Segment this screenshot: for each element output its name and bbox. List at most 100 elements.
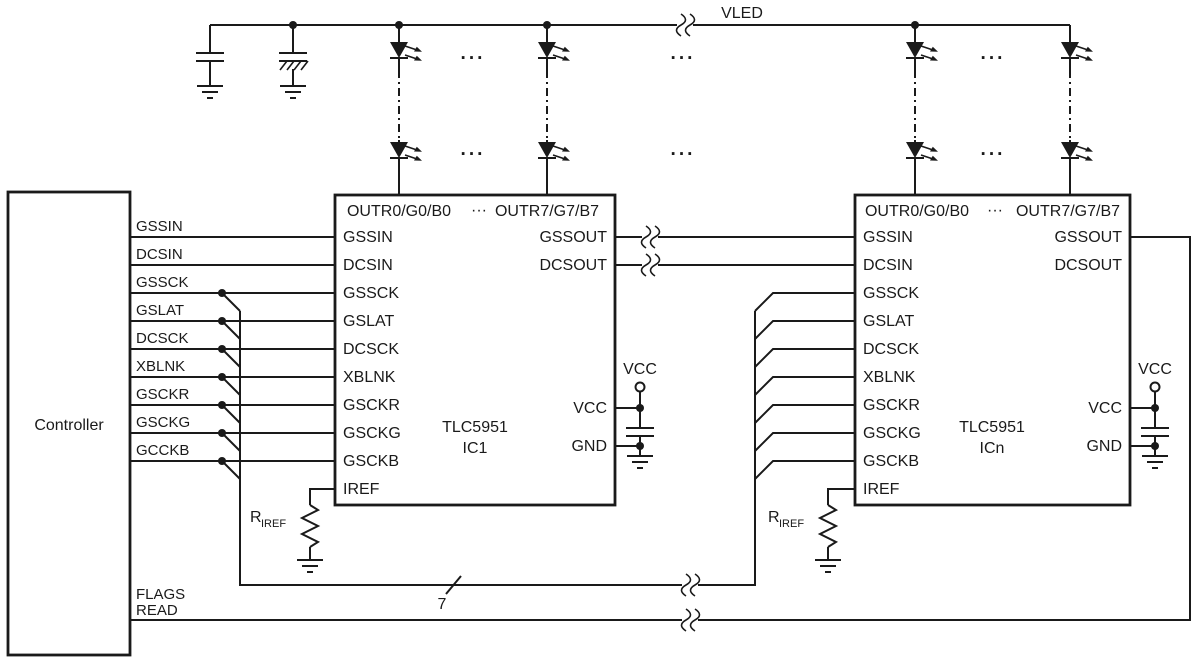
ic1-pin-gnd: GND (571, 438, 607, 455)
break-icon (675, 13, 696, 37)
ground-icon (296, 559, 324, 573)
signal-label-dcsin: DCSIN (136, 246, 183, 263)
signal-label-gssck: GSSCK (136, 274, 189, 291)
riref-label: R (250, 509, 262, 526)
ic1-iref-resistor: R IREF (250, 488, 335, 573)
icn-pin-xblnk: XBLNK (863, 369, 916, 386)
ic1-pin-dcsin: DCSIN (343, 257, 393, 274)
riref-label: R (768, 509, 780, 526)
ellipsis: ··· (461, 144, 486, 165)
polarized-capacitor-icon (279, 25, 309, 99)
led-string (389, 25, 423, 195)
led-icon (537, 141, 571, 162)
ground-icon (814, 559, 842, 573)
ic1-box (333, 193, 617, 507)
vled-input-capacitors (196, 25, 309, 99)
break-marks (640, 13, 701, 632)
ic1: OUTR0/G0/B0 ··· OUTR7/G7/B7 GSSIN DCSIN … (333, 193, 617, 507)
vcc-label: VCC (623, 361, 657, 378)
ic1-vcc-circuit: VCC (615, 361, 657, 469)
vcc-label: VCC (1138, 361, 1172, 378)
vcc-terminal-icon (1149, 381, 1161, 393)
bus-trunk (239, 311, 756, 586)
ellipsis: ··· (671, 48, 696, 69)
ellipsis: ··· (987, 202, 1003, 219)
signal-label-dcsck: DCSCK (136, 330, 189, 347)
resistor-icon (819, 504, 837, 548)
vled-rail: VLED (210, 5, 1070, 26)
signal-label-gslat: GSLAT (136, 302, 184, 319)
flags-label: FLAGS (136, 586, 185, 603)
signal-label-gssin: GSSIN (136, 218, 183, 235)
break-icon (680, 608, 701, 632)
capacitor-icon (196, 25, 224, 99)
icn-part-number: TLC5951 (959, 419, 1025, 436)
flags-read-wire (130, 236, 1191, 621)
led-string (537, 25, 571, 195)
ic1-part-number: TLC5951 (442, 419, 508, 436)
ellipsis: ··· (981, 144, 1006, 165)
icn-designator: ICn (980, 440, 1005, 457)
riref-subscript: IREF (261, 518, 286, 530)
ic1-pin-xblnk: XBLNK (343, 369, 396, 386)
bus-width-slash (445, 575, 462, 595)
icn-pin-outr7: OUTR7/G7/B7 (1016, 203, 1120, 220)
ellipsis: ··· (671, 144, 696, 165)
icn-box (853, 193, 1132, 507)
signal-bus: 7 (221, 292, 855, 613)
ic1-pin-dcsout: DCSOUT (539, 257, 607, 274)
led-icon (537, 41, 571, 62)
led-icon (389, 41, 423, 62)
ic1-pin-gsckr: GSCKR (343, 397, 400, 414)
ic1-pin-iref: IREF (343, 481, 380, 498)
controller: Controller GSSIN DCSIN GSSCK GSLAT DCSCK… (6, 190, 190, 657)
signal-label-gsckr: GSCKR (136, 386, 190, 403)
break-icon (640, 225, 661, 249)
ic1-pin-gssout: GSSOUT (539, 229, 607, 246)
icn-pin-gnd: GND (1086, 438, 1122, 455)
icn-pin-iref: IREF (863, 481, 900, 498)
led-icon (1060, 41, 1094, 62)
bus-width-label: 7 (438, 596, 447, 613)
icn-pin-gssin: GSSIN (863, 229, 913, 246)
led-icon (389, 141, 423, 162)
ic1-pin-outr7: OUTR7/G7/B7 (495, 203, 599, 220)
icn-pin-gssout: GSSOUT (1054, 229, 1122, 246)
vcc-terminal-icon (634, 381, 646, 393)
controller-signal-wires (130, 236, 335, 462)
led-icon (905, 141, 939, 162)
ground-icon (1141, 455, 1169, 469)
ic1-pin-outr0: OUTR0/G0/B0 (347, 203, 451, 220)
icn-pin-dcsck: DCSCK (863, 341, 919, 358)
icn-pin-vcc: VCC (1088, 400, 1122, 417)
ground-icon (626, 455, 654, 469)
riref-subscript: IREF (779, 518, 804, 530)
led-icon (905, 41, 939, 62)
ic1-pin-dcsck: DCSCK (343, 341, 399, 358)
resistor-icon (301, 504, 319, 548)
ground-icon (279, 85, 307, 99)
icn-vcc-circuit: VCC (1130, 361, 1172, 469)
led-ellipsis-group: ··· ··· ··· ··· ··· ··· (461, 48, 1006, 165)
ic1-pin-gslat: GSLAT (343, 313, 395, 330)
icn-pin-gsckb: GSCKB (863, 453, 919, 470)
icn-pin-gslat: GSLAT (863, 313, 915, 330)
controller-box (6, 190, 132, 657)
break-icon (680, 573, 701, 597)
ic1-pin-vcc: VCC (573, 400, 607, 417)
signal-label-gsckg: GSCKG (136, 414, 190, 431)
vled-label: VLED (721, 5, 763, 22)
icn-pin-outr0: OUTR0/G0/B0 (865, 203, 969, 220)
icn-pin-gssck: GSSCK (863, 285, 919, 302)
break-icon (640, 253, 661, 277)
junction-dots (218, 21, 1159, 465)
ic1-pin-gsckb: GSCKB (343, 453, 399, 470)
ellipsis: ··· (981, 48, 1006, 69)
controller-label: Controller (34, 417, 104, 434)
ic1-pin-gssck: GSSCK (343, 285, 399, 302)
icn-pin-dcsout: DCSOUT (1054, 257, 1122, 274)
icn-pin-dcsin: DCSIN (863, 257, 913, 274)
icn: OUTR0/G0/B0 ··· OUTR7/G7/B7 GSSIN DCSIN … (853, 193, 1132, 507)
